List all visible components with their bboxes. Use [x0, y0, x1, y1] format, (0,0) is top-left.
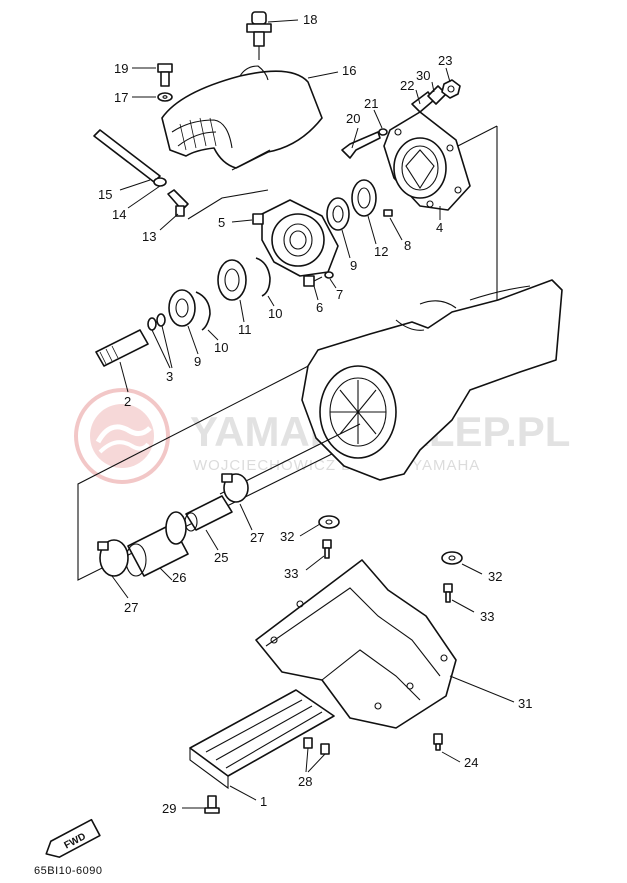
callout-27-left: 27 — [124, 600, 138, 615]
callout-28: 28 — [298, 774, 312, 789]
callout-30: 30 — [416, 68, 430, 83]
callout-23: 23 — [438, 53, 452, 68]
part-15-rod — [93, 129, 161, 183]
part-29-bolt — [204, 795, 220, 814]
callout-labels: 18 19 17 16 15 14 13 5 20 21 22 30 23 4 … — [98, 12, 532, 816]
callout-13: 13 — [142, 229, 156, 244]
callout-32-left: 32 — [280, 529, 294, 544]
callout-17: 17 — [114, 90, 128, 105]
callout-9-upper: 9 — [350, 258, 357, 273]
callout-7: 7 — [336, 287, 343, 302]
part-33-bolt-left — [322, 539, 332, 559]
callout-20: 20 — [346, 111, 360, 126]
callout-5: 5 — [218, 215, 225, 230]
part-21-washer — [378, 128, 388, 136]
part-31-intake-duct — [255, 559, 457, 729]
part-10-snapring-lower — [195, 291, 211, 331]
part-5-intermediate-housing — [261, 199, 339, 277]
part-32-washer-right — [441, 551, 463, 565]
callout-21: 21 — [364, 96, 378, 111]
part-10-snapring-upper — [255, 257, 271, 297]
leader-lines — [111, 19, 515, 809]
callout-31: 31 — [518, 696, 532, 711]
callout-18: 18 — [303, 12, 317, 27]
part-18-fitting — [246, 11, 272, 60]
callout-4: 4 — [436, 220, 443, 235]
callout-3: 3 — [166, 369, 173, 384]
watermark-logo — [74, 388, 170, 484]
part-1-intake-grate — [189, 689, 335, 790]
callout-9-lower: 9 — [194, 354, 201, 369]
part-7-washer — [324, 271, 334, 279]
callout-33-left: 33 — [284, 566, 298, 581]
callout-32-right: 32 — [488, 569, 502, 584]
callout-33-right: 33 — [480, 609, 494, 624]
part-13-pin — [167, 189, 189, 217]
part-9-seal-upper — [326, 197, 350, 231]
part-12-bearing — [351, 179, 377, 217]
callout-1: 1 — [260, 794, 267, 809]
callout-10-lower: 10 — [214, 340, 228, 355]
callout-29: 29 — [162, 801, 176, 816]
part-23-nut — [441, 79, 461, 99]
part-17-washer — [157, 92, 173, 102]
callout-16: 16 — [342, 63, 356, 78]
part-16-cover — [161, 65, 323, 171]
part-32-washer-left — [318, 515, 340, 529]
callout-2: 2 — [124, 394, 131, 409]
callout-12: 12 — [374, 244, 388, 259]
part-33-bolt-right — [443, 583, 453, 603]
part-27-clamp-left — [97, 539, 129, 577]
part-26-hose — [125, 511, 189, 577]
part-24-bolt — [433, 733, 443, 751]
callout-27-right: 27 — [250, 530, 264, 545]
part-20-bolt — [341, 131, 381, 159]
part-25-coupler — [184, 495, 233, 532]
part-11-bearing — [217, 259, 247, 301]
part-14-clip — [153, 177, 167, 187]
part-19-bolt — [157, 63, 173, 87]
callout-8: 8 — [404, 238, 411, 253]
part-2-drive-shaft — [95, 329, 149, 367]
diagram-code: 65BI10-6090 — [34, 865, 103, 877]
callout-22: 22 — [400, 78, 414, 93]
callout-11: 11 — [238, 322, 252, 337]
callout-15: 15 — [98, 187, 112, 202]
callout-14: 14 — [112, 207, 126, 222]
fwd-arrow: FWD — [45, 818, 101, 858]
callout-25: 25 — [214, 550, 228, 565]
part-6-bolt — [303, 275, 323, 287]
callout-19: 19 — [114, 61, 128, 76]
callout-24: 24 — [464, 755, 478, 770]
part-8-pin — [383, 209, 393, 217]
part-9-seal-lower — [168, 289, 196, 327]
part-27-clamp-right — [221, 473, 249, 503]
part-4-bearing-housing — [383, 111, 471, 211]
assembly-outline-upper — [187, 125, 498, 220]
callout-6: 6 — [316, 300, 323, 315]
callout-26: 26 — [172, 570, 186, 585]
part-3-orings — [147, 313, 166, 331]
callout-10-upper: 10 — [268, 306, 282, 321]
part-5-bolt — [252, 213, 264, 225]
